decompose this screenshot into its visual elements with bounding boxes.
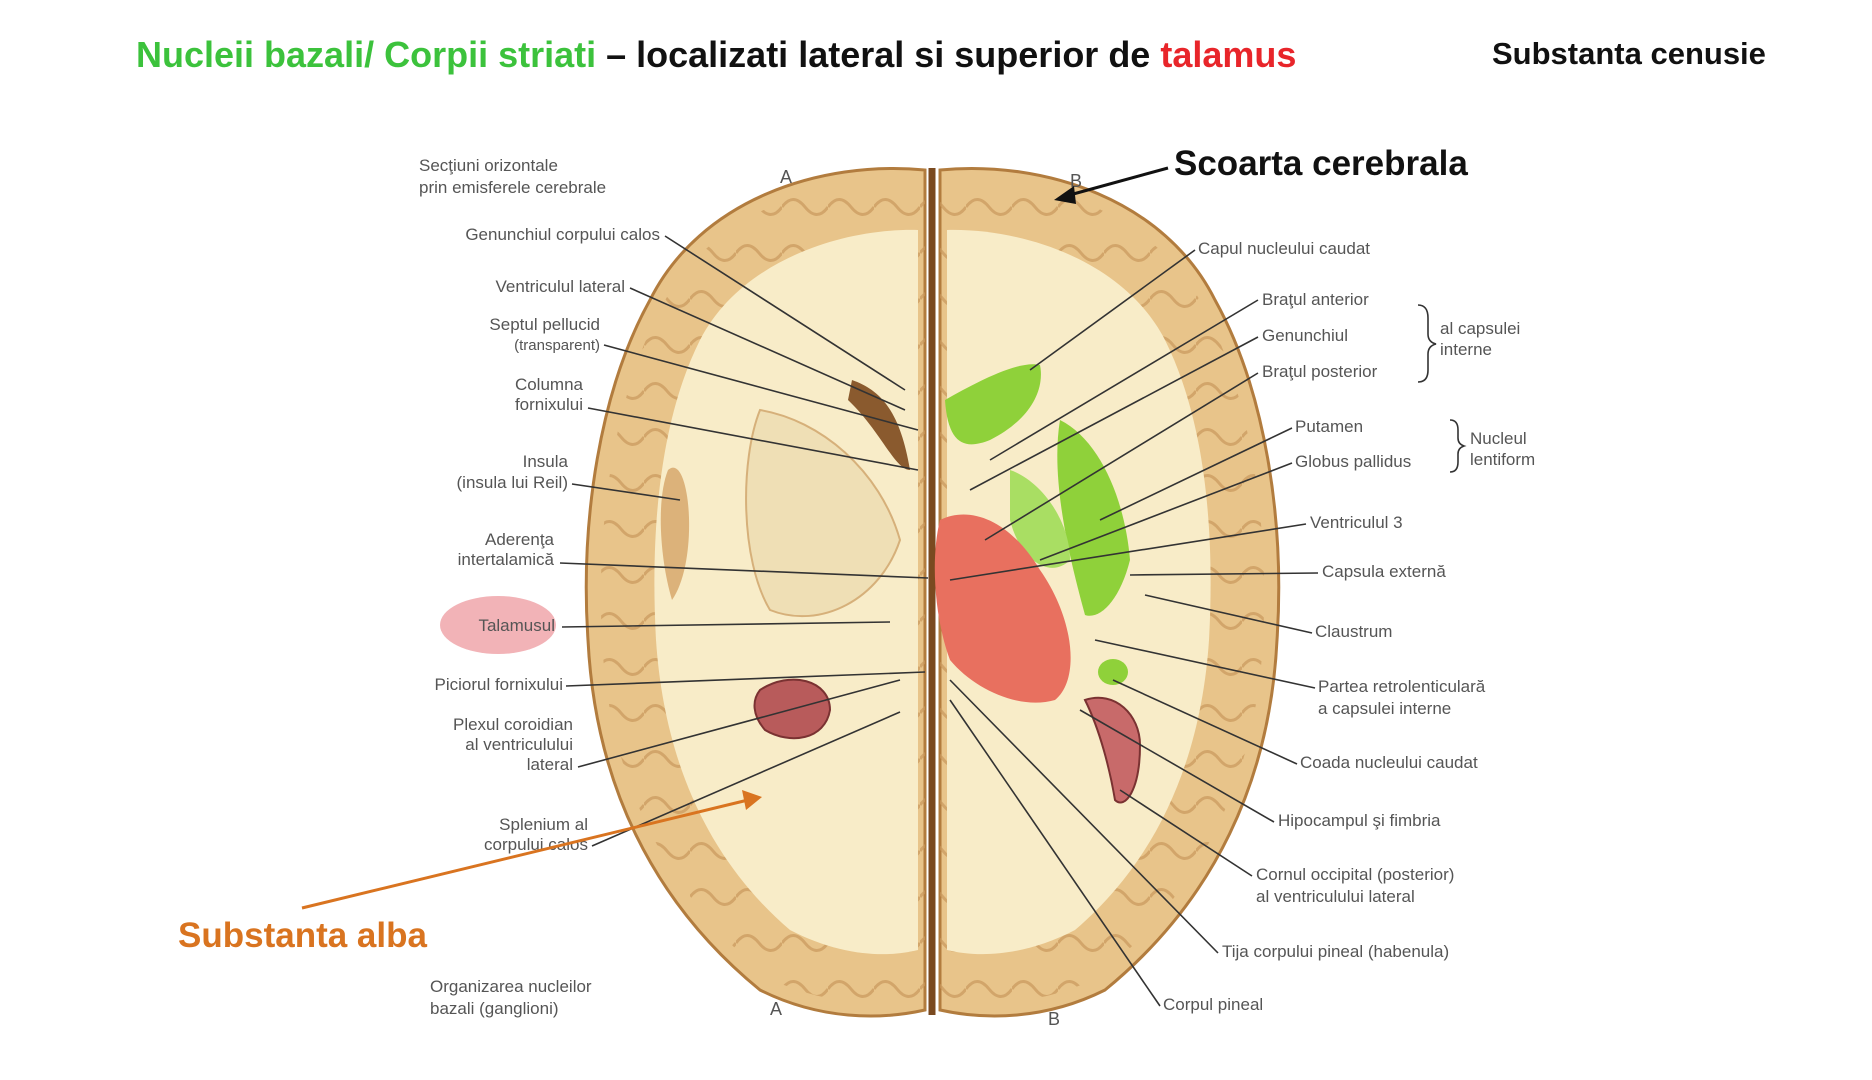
title-thalamus: talamus [1160,34,1297,75]
white-matter-arrow [301,790,762,910]
label-aderenta-2: intertalamică [458,550,555,569]
label-genunchiul-corpului-calos: Genunchiul corpului calos [465,225,660,244]
thalamus-label-highlight [440,596,556,654]
title-basal-nuclei: Nucleii bazali/ Corpii striati [136,34,597,75]
label-insula: Insula [523,452,569,471]
label-columna-fornixului: Columna [515,375,584,394]
label-partea-retrolenticulara-2: a capsulei interne [1318,699,1451,718]
label-cornul-occipital-2: al ventriculului lateral [1256,887,1415,906]
caudate-head [945,364,1041,445]
brace-label-nucleul: Nucleul [1470,429,1527,448]
label-talamusul: Talamusul [478,616,555,635]
label-capul-nucleului-caudat: Capul nucleului caudat [1198,239,1370,258]
cortex-callout: Scoarta cerebrala [1174,144,1468,183]
label-insula-2: (insula lui Reil) [457,473,568,492]
caption-top-line2: prin emisferele cerebrale [419,178,606,197]
label-genunchiul: Genunchiul [1262,326,1348,345]
label-plexul-coroidian: Plexul coroidian [453,715,573,734]
label-septul-pellucid-2: (transparent) [514,337,600,354]
caption-bottom-line2: bazali (ganglioni) [430,999,559,1018]
label-ventriculul-3: Ventriculul 3 [1310,513,1403,532]
label-aderenta: Aderenţa [485,530,555,549]
gray-matter-label: Substanta cenusie [1492,36,1766,71]
left-ventricle [848,380,910,470]
label-columna-fornixului-2: fornixului [515,395,583,414]
section-letter-b-top: B [1070,171,1082,191]
label-septul-pellucid: Septul pellucid [489,315,600,334]
label-plexul-coroidian-2: al ventriculului [465,735,573,754]
label-corpul-pineal: Corpul pineal [1163,995,1263,1014]
label-tija-corpului-pineal: Tija corpului pineal (habenula) [1222,942,1449,961]
label-plexul-coroidian-3: lateral [527,755,573,774]
cortex-arrow [1054,166,1169,204]
label-partea-retrolenticulara: Partea retrolenticulară [1318,677,1486,696]
label-bratul-anterior: Braţul anterior [1262,290,1369,309]
section-letter-b-bottom: B [1048,1009,1060,1029]
left-lentiform [745,408,902,618]
left-leader-lines [559,235,929,847]
label-ventriculul-lateral: Ventriculul lateral [496,277,625,296]
slide-title: Nucleii bazali/ Corpii striati – localiz… [136,34,1296,76]
label-claustrum: Claustrum [1315,622,1392,641]
label-coada-nucleului-caudat: Coada nucleului caudat [1300,753,1478,772]
label-splenium: Splenium al [499,815,588,834]
right-leader-lines [949,249,1319,1007]
label-hipocampul: Hipocampul şi fimbria [1278,811,1441,830]
label-splenium-2: corpului calos [484,835,588,854]
section-letter-a-top: A [780,167,792,187]
white-matter-callout: Substanta alba [178,916,427,955]
brace-label-capsulei: al capsulei [1440,319,1520,338]
brace-capsula-interna [1417,304,1437,383]
label-capsula-externa: Capsula externă [1322,562,1446,581]
label-bratul-posterior: Braţul posterior [1262,362,1378,381]
brace-nucleul-lentiform [1449,419,1467,473]
caudate-tail [1098,659,1128,685]
putamen [1057,420,1130,616]
label-piciorul-fornixului: Piciorul fornixului [435,675,564,694]
brain-illustration [584,167,1281,1018]
right-thalamus [934,514,1071,703]
caption-top-line1: Secţiuni orizontale [419,156,558,175]
title-location: – localizati lateral si superior de [596,34,1161,75]
brace-label-lentiform: lentiform [1470,450,1535,469]
label-globus-pallidus: Globus pallidus [1295,452,1411,471]
label-cornul-occipital: Cornul occipital (posterior) [1256,865,1454,884]
section-letter-a-bottom: A [770,999,782,1019]
brace-label-capsulei-2: interne [1440,340,1492,359]
caption-bottom-line1: Organizarea nucleilor [430,977,592,996]
label-putamen: Putamen [1295,417,1363,436]
globus-pallidus [1010,470,1070,568]
